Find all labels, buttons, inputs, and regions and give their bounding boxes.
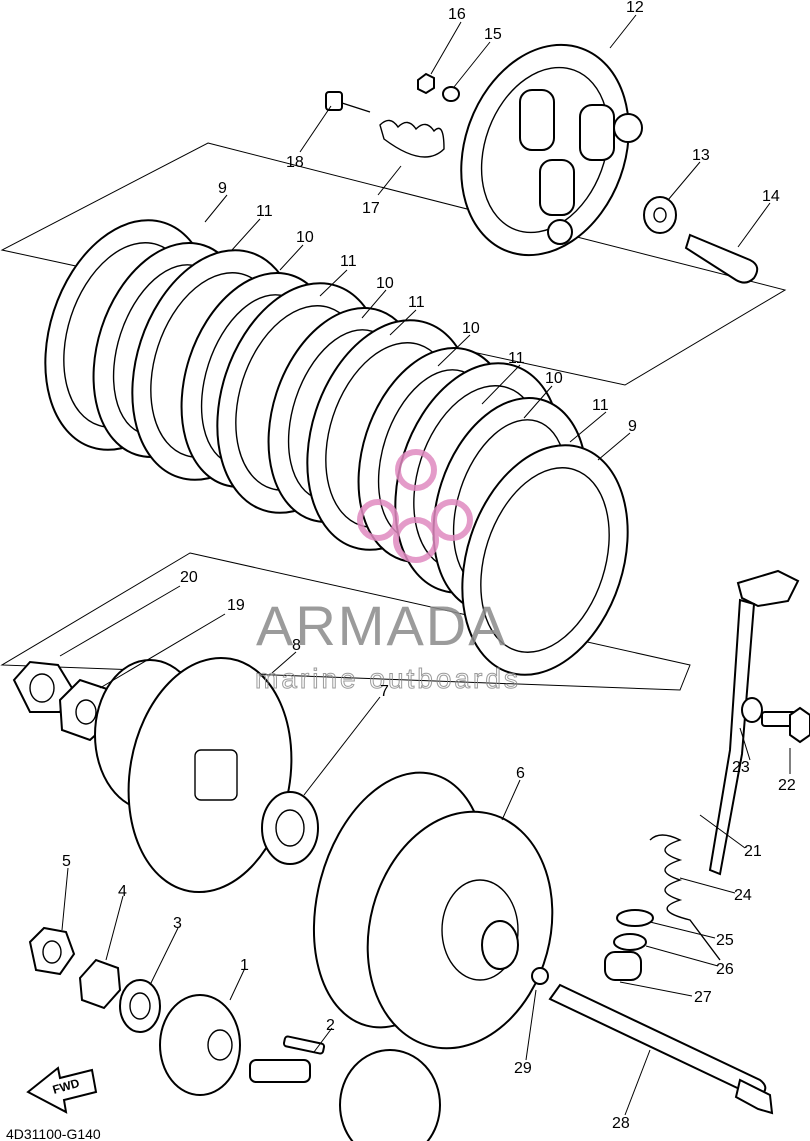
key (282, 1035, 326, 1055)
callout-5: 5 (62, 853, 71, 870)
nut (417, 72, 435, 95)
callout-25: 25 (716, 932, 734, 949)
oil-seal (613, 933, 647, 951)
callout-labels: 1 2 3 4 5 6 7 8 9 9 10 10 10 10 11 11 11… (62, 0, 796, 1132)
bolt (761, 706, 810, 744)
callout-10-a: 10 (296, 229, 314, 246)
push-rod (684, 233, 759, 284)
callout-20: 20 (180, 569, 198, 586)
ball (531, 967, 549, 985)
callout-15: 15 (484, 26, 502, 43)
leader-lines (59, 14, 791, 1116)
callout-7: 7 (380, 683, 389, 700)
primary-driven-gear (94, 656, 293, 894)
callout-17: 17 (362, 200, 380, 217)
callout-26: 26 (716, 961, 734, 978)
callout-19: 19 (227, 597, 245, 614)
diagram-code: 4D31100-G140 (6, 1126, 101, 1141)
callout-27: 27 (694, 989, 712, 1006)
callout-13: 13 (692, 147, 710, 164)
callout-18: 18 (286, 154, 304, 171)
callout-12: 12 (626, 0, 644, 16)
callout-29: 29 (514, 1060, 532, 1077)
watermark-logo-icon (357, 449, 473, 563)
thrust-washer (261, 791, 319, 865)
nut (28, 926, 76, 976)
callout-8: 8 (292, 637, 301, 654)
pressure-plate (460, 43, 643, 257)
push-rod (548, 983, 774, 1115)
friction-plate (461, 444, 629, 676)
callout-11-c: 11 (408, 294, 425, 311)
spring (379, 119, 445, 158)
callout-11-e: 11 (592, 397, 609, 414)
callout-14: 14 (762, 188, 780, 205)
push-lever-shaft (708, 569, 800, 876)
armada-watermark: ARMADA marine outboards (255, 449, 521, 695)
bushing (604, 951, 642, 981)
callout-10-c: 10 (462, 320, 480, 337)
fwd-arrow-icon: FWD (26, 1066, 98, 1114)
callout-11-a: 11 (256, 203, 273, 220)
washer (119, 979, 161, 1033)
clutch-plate-group-box (0, 142, 787, 386)
bolt (325, 91, 371, 113)
callout-22: 22 (778, 777, 796, 794)
callout-24: 24 (734, 887, 752, 904)
callout-6: 6 (516, 765, 525, 782)
crankshaft (249, 1049, 441, 1141)
washer (442, 86, 460, 102)
callout-10-d: 10 (545, 370, 563, 387)
callout-3: 3 (173, 915, 182, 932)
clutch-boss (312, 771, 554, 1050)
circlip (616, 909, 654, 927)
watermark-tagline: marine outboards (255, 663, 521, 694)
callout-10-b: 10 (376, 275, 394, 292)
return-spring (649, 834, 721, 961)
callout-11-b: 11 (340, 253, 357, 270)
bearing (643, 196, 677, 234)
watermark-brand: ARMADA (256, 594, 508, 657)
callout-4: 4 (118, 883, 127, 900)
callout-21: 21 (744, 843, 762, 860)
callout-28: 28 (612, 1115, 630, 1132)
callout-9-upper: 9 (218, 180, 227, 197)
callout-16: 16 (448, 6, 466, 23)
callout-9-lower: 9 (628, 418, 637, 435)
callout-1: 1 (240, 957, 249, 974)
washer (741, 697, 763, 723)
callout-11-d: 11 (508, 350, 525, 367)
callout-23: 23 (732, 759, 750, 776)
callout-2: 2 (326, 1017, 335, 1034)
lock-washer (78, 958, 122, 1010)
primary-drive-gear (159, 994, 241, 1096)
